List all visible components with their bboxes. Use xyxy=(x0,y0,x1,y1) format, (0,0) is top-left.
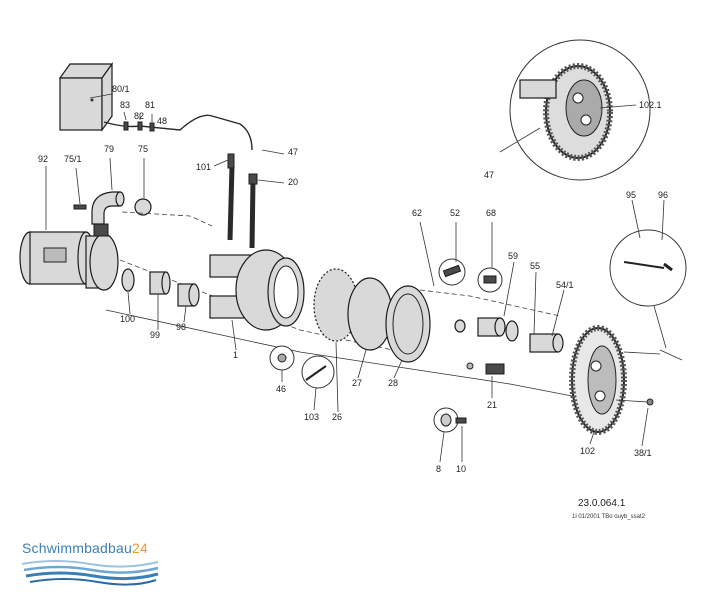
ring-28 xyxy=(385,285,431,363)
label-81: 81 xyxy=(145,100,155,110)
hose-connector xyxy=(248,173,258,185)
label-62: 62 xyxy=(412,208,422,218)
label-80-1: 80/1 xyxy=(112,84,130,94)
label-47-detail: 47 xyxy=(484,170,494,180)
label-59: 59 xyxy=(508,251,518,261)
waves-icon xyxy=(21,560,159,586)
label-75: 75 xyxy=(138,144,148,154)
hose-clip xyxy=(134,198,152,216)
label-54-1: 54/1 xyxy=(556,280,574,290)
brand-name-accent: 24 xyxy=(132,540,148,556)
brand-name-main: Schwimmbadbau xyxy=(22,540,132,556)
label-102: 102 xyxy=(580,446,595,456)
elbow-fitting xyxy=(91,191,125,225)
control-box xyxy=(58,62,114,132)
label-55: 55 xyxy=(530,261,540,271)
label-28: 28 xyxy=(388,378,398,388)
ring-100 xyxy=(121,268,135,292)
clamp xyxy=(73,204,87,210)
label-1: 1 xyxy=(233,350,238,360)
detail-cover-102-1 xyxy=(509,39,651,181)
front-cover-102 xyxy=(569,325,627,435)
air-valve xyxy=(227,153,235,169)
label-99: 99 xyxy=(150,330,160,340)
brand-logo: Schwimmbadbau24 xyxy=(20,538,160,588)
label-26: 26 xyxy=(332,412,342,422)
nozzle-insert xyxy=(454,317,564,353)
label-79: 79 xyxy=(104,144,114,154)
part-number-labels: 80/1 83 81 82 48 47 20 101 92 75/1 79 75… xyxy=(38,84,668,474)
gasket-27 xyxy=(347,277,393,351)
label-95: 95 xyxy=(626,190,636,200)
label-47-hose: 47 xyxy=(288,147,298,157)
label-103: 103 xyxy=(304,412,319,422)
drawing-code: 23.0.064.1 xyxy=(578,498,626,509)
label-48: 48 xyxy=(157,116,167,126)
label-96: 96 xyxy=(658,190,668,200)
label-82: 82 xyxy=(134,111,144,121)
brand-name: Schwimmbadbau24 xyxy=(22,540,148,556)
label-46: 46 xyxy=(276,384,286,394)
label-98: 98 xyxy=(176,322,186,332)
label-38-1: 38/1 xyxy=(634,448,652,458)
label-20: 20 xyxy=(288,177,298,187)
label-27: 27 xyxy=(352,378,362,388)
label-21: 21 xyxy=(487,400,497,410)
drawing-reference: 1l 01/2001 TBo ouyb_ssat2 xyxy=(572,514,645,520)
cable-connectors xyxy=(123,121,155,132)
pump-motor xyxy=(19,223,119,291)
nozzle-housing xyxy=(209,249,305,331)
label-83: 83 xyxy=(120,100,130,110)
label-101: 101 xyxy=(196,162,211,172)
label-52: 52 xyxy=(450,208,460,218)
label-92: 92 xyxy=(38,154,48,164)
label-8: 8 xyxy=(436,464,441,474)
detail-screw-95-96 xyxy=(609,229,687,307)
label-100: 100 xyxy=(120,314,135,324)
label-75-1: 75/1 xyxy=(64,154,82,164)
label-102-1: 102.1 xyxy=(639,100,662,110)
label-68: 68 xyxy=(486,208,496,218)
label-10: 10 xyxy=(456,464,466,474)
